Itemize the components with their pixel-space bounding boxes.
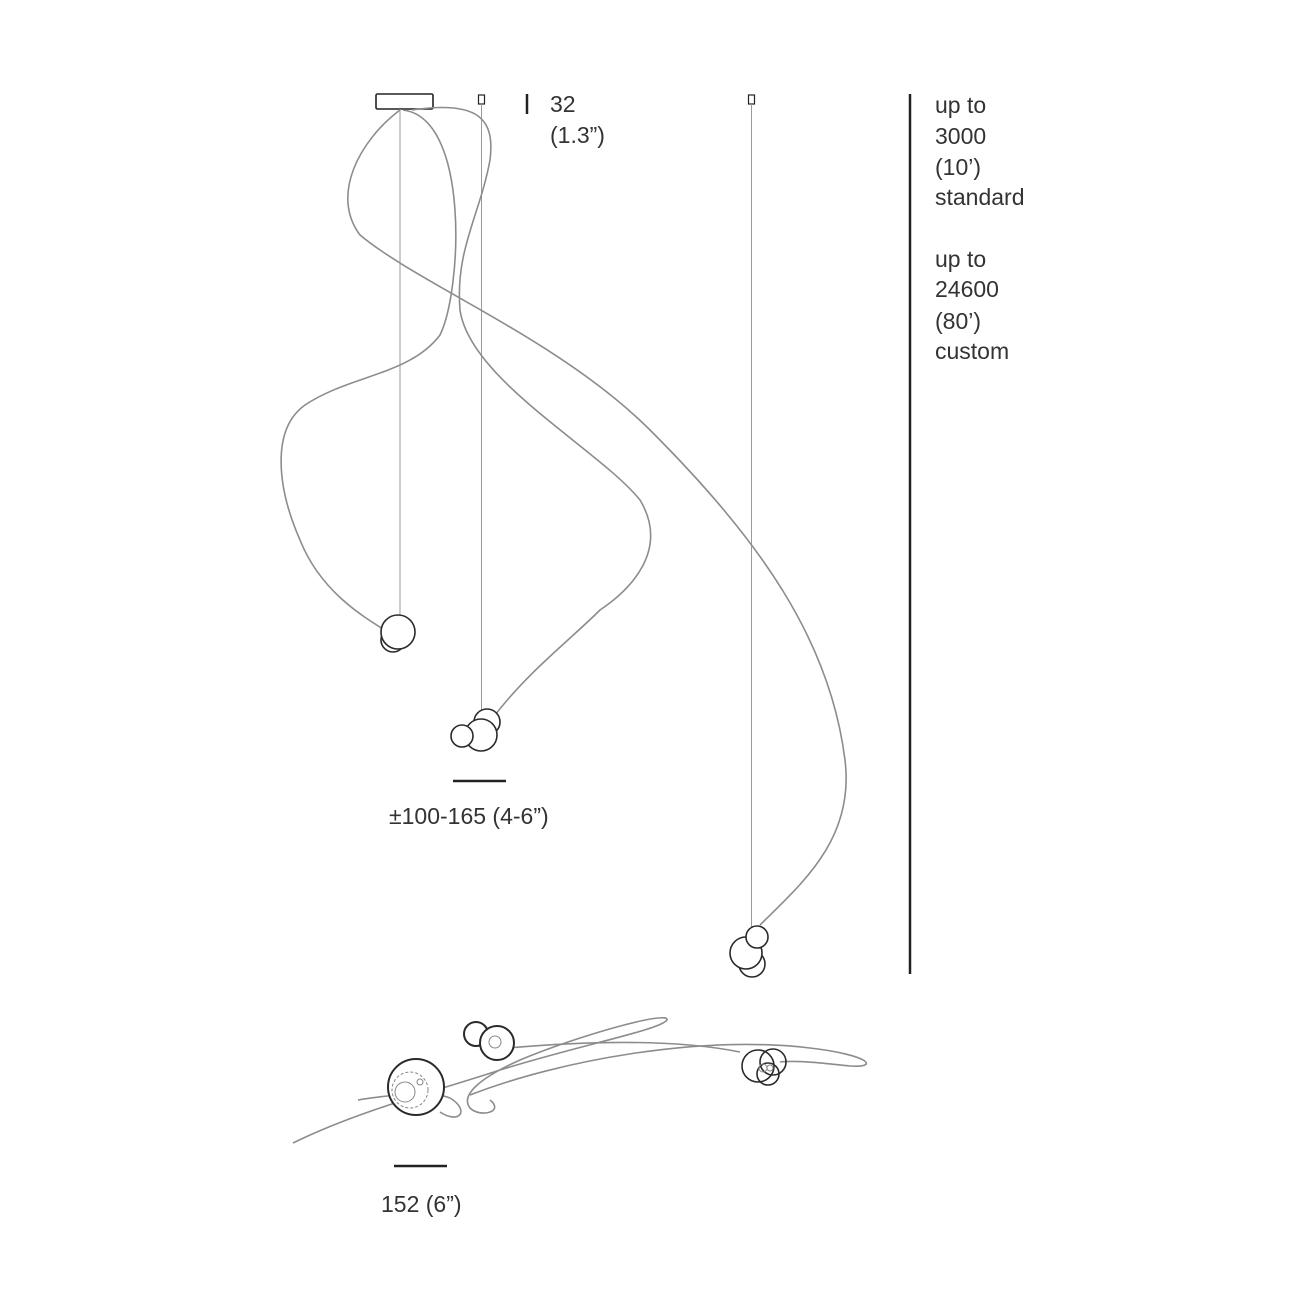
standard-drop-line-2: 3000 <box>935 123 986 149</box>
small-ceiling-anchor-2 <box>747 94 756 105</box>
standard-drop-line-3: (10’) <box>935 154 981 180</box>
power-cord-1 <box>280 109 457 633</box>
custom-drop-line-2: 24600 <box>935 276 999 302</box>
power-cord-2 <box>411 106 652 716</box>
plan-large-globe-core <box>394 1081 416 1103</box>
dimension-labels: 32 (1.3”) up to 3000 (10’) standard up t… <box>381 91 1025 1217</box>
standard-drop-line-4: standard <box>935 184 1025 210</box>
main-canopy <box>375 93 434 110</box>
dimension-markers <box>394 94 912 1168</box>
plan-right-globe-b <box>759 1048 787 1076</box>
plan-right-globe-c <box>756 1062 780 1086</box>
plan-cord-4 <box>507 1041 741 1053</box>
canopy-height-value: 32 <box>550 91 576 117</box>
glass-diameter-label: 152 (6”) <box>381 1191 462 1217</box>
plan-view <box>292 1016 868 1144</box>
plan-middle-globe-b <box>479 1025 515 1061</box>
plan-right-globe-a <box>741 1049 775 1083</box>
plan-large-globe-inner <box>391 1071 429 1109</box>
plan-large-globe <box>387 1058 445 1116</box>
custom-drop-line-4: custom <box>935 338 1009 364</box>
plan-large-globe-dot <box>416 1078 424 1086</box>
suspension-wires <box>399 104 752 928</box>
canopy-height-imperial: (1.3”) <box>550 122 605 148</box>
ceiling-canopies <box>375 93 756 110</box>
plan-cord-3 <box>469 1043 868 1096</box>
pendant-1 <box>380 614 416 653</box>
pendant-2 <box>450 708 501 752</box>
plan-right-globe-dot <box>766 1064 774 1072</box>
small-ceiling-anchor-1 <box>477 94 486 105</box>
plan-middle-globe-core <box>488 1035 502 1049</box>
power-cords <box>280 106 847 926</box>
pendant-2-globe-c <box>450 724 474 748</box>
custom-drop-line-3: (80’) <box>935 308 981 334</box>
pendant-1-large-globe <box>380 614 416 650</box>
pendant-3 <box>729 925 769 978</box>
power-cord-3 <box>347 109 847 926</box>
pendant-spread-label: ±100-165 (4-6”) <box>389 803 549 829</box>
plan-cord-2 <box>357 1093 462 1118</box>
standard-drop-line-1: up to <box>935 92 986 118</box>
pendant-3-globe-c <box>745 925 769 949</box>
custom-drop-line-1: up to <box>935 246 986 272</box>
